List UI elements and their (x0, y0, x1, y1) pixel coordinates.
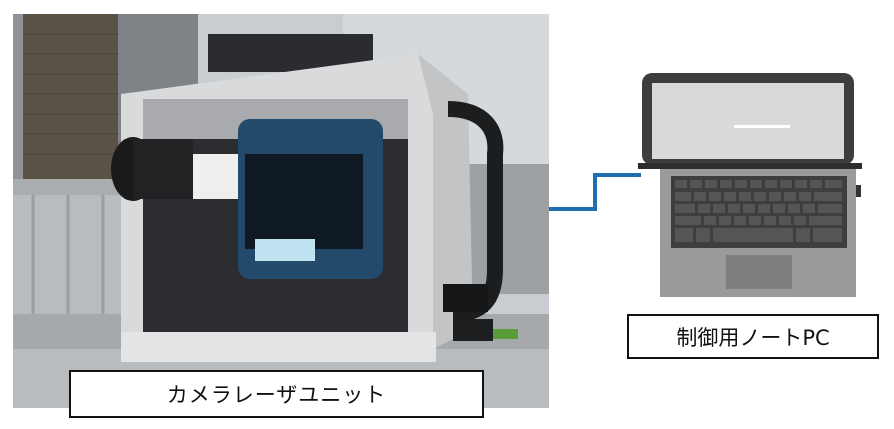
connection-cable (549, 173, 641, 211)
laptop-icon (638, 73, 862, 297)
camera-laser-unit-photo (13, 14, 549, 408)
camera-unit-caption: カメラレーザユニット (69, 370, 484, 418)
control-pc-caption: 制御用ノートPC (627, 314, 879, 359)
